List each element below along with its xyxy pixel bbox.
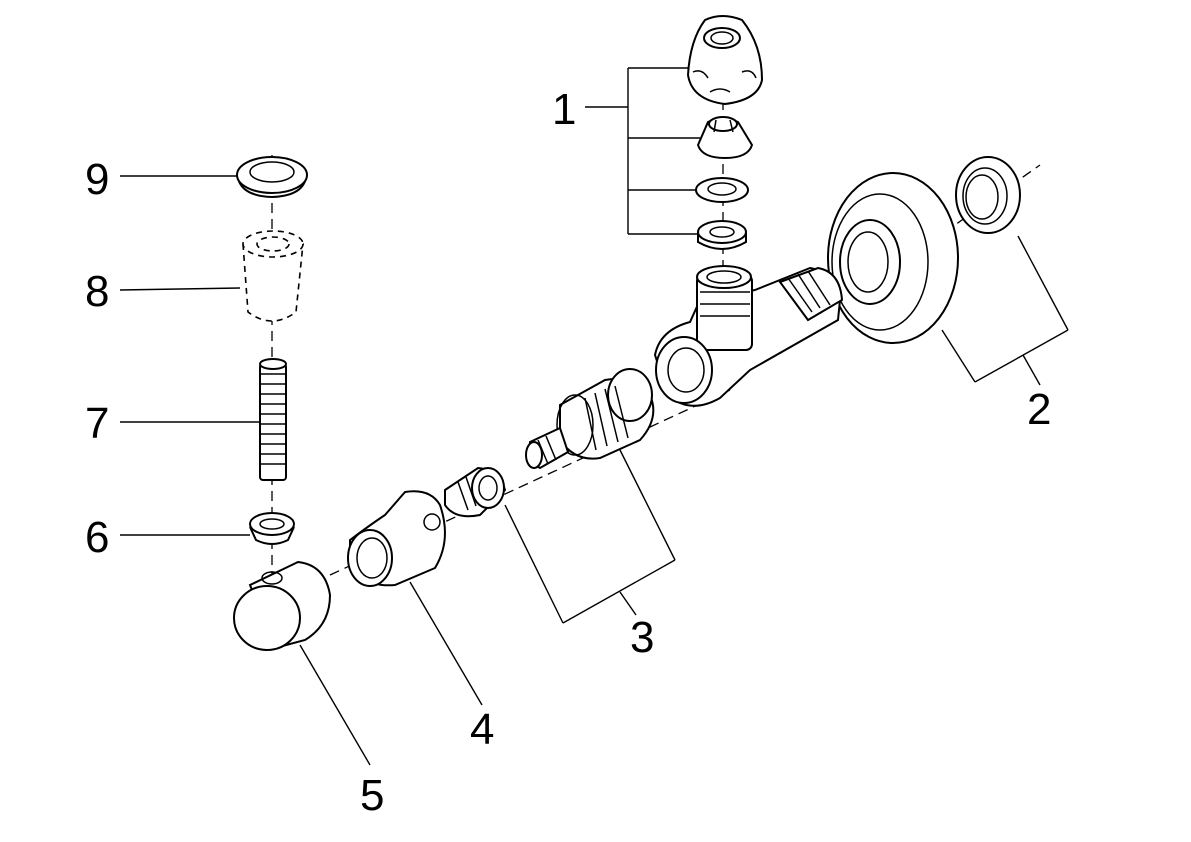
label-9: 9 (85, 155, 109, 204)
part-cap-nut (686, 15, 764, 106)
part-washer-upper (695, 177, 749, 203)
label-6: 6 (85, 513, 109, 562)
part-handle-knob (233, 560, 332, 651)
label-4: 4 (470, 705, 494, 754)
label-3: 3 (630, 613, 654, 662)
rod-threads (260, 373, 286, 465)
part-cap-button (236, 156, 308, 199)
part-threaded-rod (259, 358, 287, 481)
part-valve-body (653, 265, 844, 407)
label-1: 1 (552, 85, 576, 134)
label-2: 2 (1027, 385, 1051, 434)
part-handle-sleeve (347, 490, 446, 587)
part-washer-lower (697, 220, 747, 250)
part-optional-cover (242, 230, 304, 322)
part-collet (696, 116, 754, 160)
label-7: 7 (85, 399, 109, 448)
label-8: 8 (85, 267, 109, 316)
label-5: 5 (360, 771, 384, 820)
leader-lines (119, 67, 1069, 766)
part-rosette (827, 172, 959, 344)
part-bushing (249, 512, 295, 545)
part-ring (955, 156, 1021, 234)
part-numbers: 1 2 3 4 5 6 7 8 9 (85, 85, 1051, 820)
part-spline-adapter (444, 466, 507, 518)
part-cartridge (525, 368, 655, 470)
